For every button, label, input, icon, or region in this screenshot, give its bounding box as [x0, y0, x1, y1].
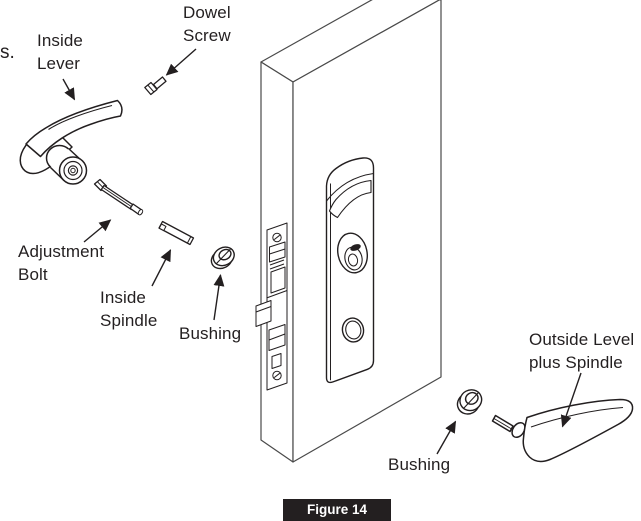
dowel-screw-drawing [144, 76, 167, 96]
label-line: plus Spindle [529, 353, 623, 372]
label-dowel-screw: Dowel Screw [183, 1, 231, 47]
mortise-faceplate-drawing [255, 222, 288, 391]
label-line: Lever [37, 54, 81, 73]
label-outside-lever: Outside Level plus Spindle [529, 328, 634, 374]
label-line: Adjustment [18, 242, 105, 261]
leader-arrows [62, 48, 582, 455]
arrow-adjustment-bolt [83, 219, 112, 243]
label-line: Bolt [18, 265, 48, 284]
inside-spindle-drawing [158, 220, 195, 246]
label-line: Screw [183, 26, 231, 45]
label-bushing-inside: Bushing [179, 322, 241, 345]
label-line: Inside [100, 288, 146, 307]
lock-escutcheon-drawing [325, 157, 375, 384]
arrow-inside-spindle [151, 249, 172, 287]
arrow-dowel-screw [165, 48, 197, 76]
bushing-outside-drawing [456, 389, 483, 415]
adjustment-bolt-drawing [93, 178, 144, 216]
arrow-bushing-outside [436, 420, 457, 455]
indicator-window [328, 179, 372, 219]
arrow-inside-lever [62, 78, 76, 101]
label-inside-lever: Inside Lever [37, 29, 83, 75]
keyway-slot [350, 244, 361, 251]
bushing-inside-drawing [210, 246, 235, 270]
outside-lever-drawing [491, 398, 634, 463]
label-line: Dowel [183, 3, 231, 22]
label-line: Outside Level [529, 330, 635, 349]
label-adjustment-bolt: Adjustment Bolt [18, 240, 104, 286]
figure-caption-badge: Figure 14 [283, 499, 391, 521]
label-line: Bushing [179, 324, 242, 343]
label-line: Spindle [100, 311, 158, 330]
label-line: Inside [37, 31, 83, 50]
label-inside-spindle: Inside Spindle [100, 286, 157, 332]
label-line: Bushing [388, 455, 451, 474]
arrow-bushing-inside [213, 274, 225, 321]
inside-lever-drawing [19, 99, 123, 185]
label-bushing-outside: Bushing [388, 453, 450, 476]
arrow-outside-lever [560, 372, 582, 428]
cut-off-text-fragment: s. [0, 42, 15, 63]
